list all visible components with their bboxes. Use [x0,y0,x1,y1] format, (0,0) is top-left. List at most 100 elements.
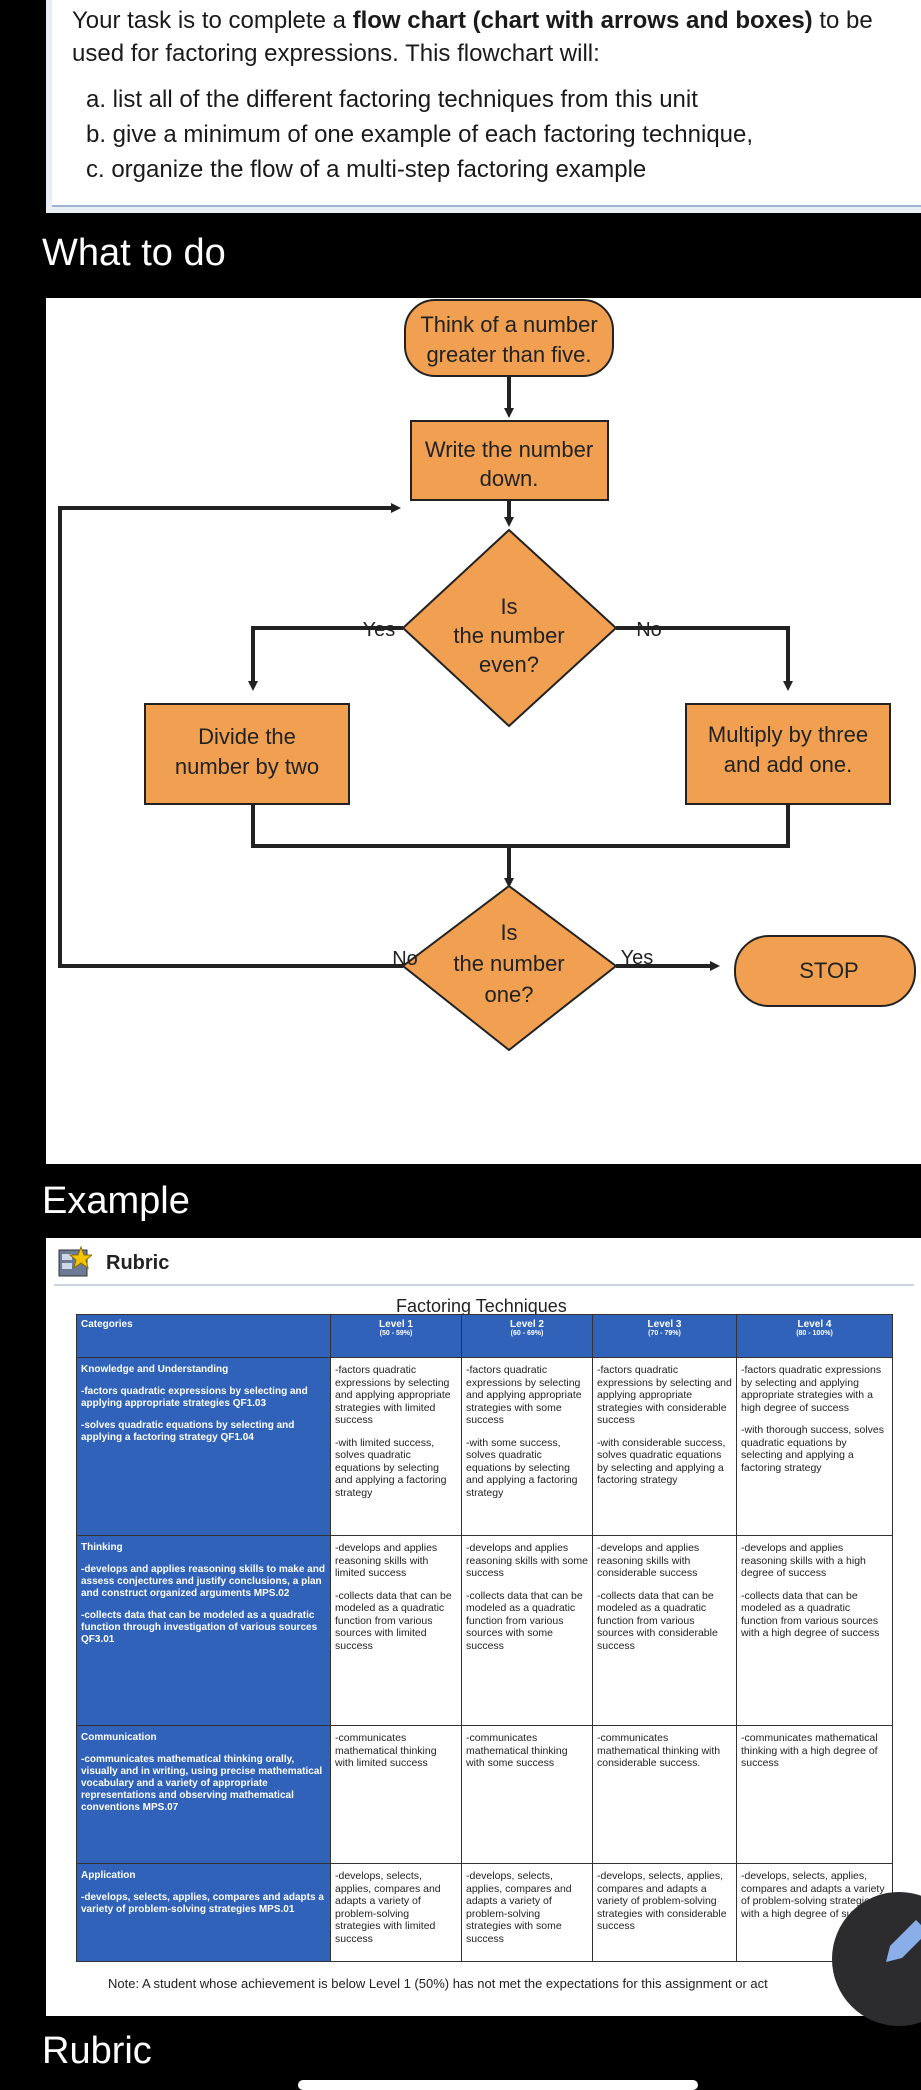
write-line-1: Write the number [425,437,593,462]
rubric-table: Categories Level 1(50 - 59%) Level 2(60 … [76,1314,893,1962]
decision-one-line-1: Is [500,920,517,945]
task-intro-text-end: to be used for factoring expressions. Th… [72,7,873,67]
rubric-cell: -communicates mathematical thinking with… [330,1725,462,1864]
rubric-cell: -develops and applies reasoning skills w… [736,1535,893,1726]
rubric-panel: Rubric Factoring Techniques Categories L… [46,1238,921,2016]
col-name: Level 2 [510,1319,544,1330]
rubric-cell: -develops and applies reasoning skills w… [330,1535,462,1726]
category-expectation: -develops, selects, applies, compares an… [81,1892,324,1915]
category-title: Communication [81,1732,157,1743]
task-item-b: b. give a minimum of one example of each… [86,121,754,148]
table-row: Thinking -develops and applies reasoning… [76,1535,893,1726]
decision-one-line-2: the number [453,951,564,976]
start-line-2: greater than five. [426,342,591,367]
col-name: Level 1 [379,1319,413,1330]
task-item-c: c. organize the flow of a multi-step fac… [86,156,647,183]
rubric-cell: -develops, selects, applies, compares an… [461,1863,593,1962]
rubric-col-categories: Categories [76,1314,331,1358]
rubric-title: Rubric [106,1252,170,1274]
category-expectation: -collects data that can be modeled as a … [81,1610,318,1645]
rubric-col-level-1: Level 1(50 - 59%) [330,1314,462,1358]
multiply-line-2: and add one. [724,752,852,777]
cell-text: -communicates mathematical thinking with… [741,1732,878,1769]
cell-text: -communicates mathematical thinking with… [597,1732,721,1769]
cell-text: -communicates mathematical thinking with… [335,1732,437,1769]
cell-text: -develops, selects, applies, compares an… [597,1870,727,1932]
flowchart: Think of a number greater than five. Wri… [46,298,921,1164]
rubric-cell: -develops and applies reasoning skills w… [592,1535,737,1726]
stop-label: STOP [799,958,859,983]
decision-one: Is the number one? [401,884,618,1052]
decision-even: Is the number even? [401,528,618,728]
rubric-cell: -factors quadratic expressions by select… [736,1357,893,1536]
rubric-star-icon [58,1246,92,1277]
table-row: Communication -communicates mathematical… [76,1725,893,1864]
col-name: Level 3 [647,1319,682,1330]
rubric-cell: -communicates mathematical thinking with… [461,1725,593,1864]
rubric-col-level-2: Level 2(60 - 69%) [461,1314,593,1358]
cell-text: -develops, selects, applies, compares an… [335,1870,441,1945]
task-intro-text: Your task is to complete a [72,7,353,34]
connector-lines [58,377,793,971]
rubric-cell: -communicates mathematical thinking with… [736,1725,893,1864]
cell-text: -collects data that can be modeled as a … [597,1589,718,1652]
label-no-even: No [636,619,662,641]
cell-text: -collects data that can be modeled as a … [335,1589,452,1652]
cell-text: -communicates mathematical thinking with… [466,1732,568,1769]
category-cell: Communication -communicates mathematical… [76,1725,331,1864]
category-expectation: -factors quadratic expressions by select… [81,1386,308,1409]
col-name: Level 4 [797,1319,832,1330]
cell-text: -develops and applies reasoning skills w… [335,1542,438,1579]
rubric-cell: -factors quadratic expressions by select… [592,1357,737,1536]
category-expectation: -solves quadratic equations by selecting… [81,1420,295,1443]
cell-text: -develops and applies reasoning skills w… [597,1542,700,1579]
flowchart-svg: Think of a number greater than five. Wri… [58,299,916,1052]
home-indicator[interactable] [298,2080,698,2090]
write-box: Write the number down. [410,420,609,501]
start-box: Think of a number greater than five. [404,299,614,377]
decision-even-line-3: even? [479,652,539,677]
rubric-table-title: Factoring Techniques [396,1296,567,1316]
cell-text: -with considerable success, solves quadr… [597,1436,726,1487]
col-range: (50 - 59%) [379,1330,413,1337]
task-intro: Your task is to complete a flow chart (c… [72,4,912,70]
divide-box: Divide the number by two [144,703,350,805]
cell-text: -develops and applies reasoning skills w… [741,1542,866,1579]
category-cell: Thinking -develops and applies reasoning… [76,1535,331,1726]
task-item-a: a. list all of the different factoring t… [86,86,698,113]
cell-text: -develops and applies reasoning skills w… [466,1542,588,1579]
pencil-icon [886,1920,921,1962]
cell-text: -collects data that can be modeled as a … [741,1589,880,1640]
rubric-cell: -factors quadratic expressions by select… [330,1357,462,1536]
decision-even-line-1: Is [500,594,517,619]
cell-text: -with thorough success, solves quadratic… [741,1424,884,1474]
cell-text: -develops, selects, applies, compares an… [466,1870,572,1945]
cell-text: -factors quadratic expressions by select… [466,1364,582,1426]
category-title: Application [81,1870,136,1881]
cell-text: -collects data that can be modeled as a … [466,1589,583,1652]
heading-rubric: Rubric [42,2030,152,2072]
col-range: (80 - 100%) [796,1330,833,1337]
category-expectation: -develops and applies reasoning skills t… [81,1564,325,1599]
rubric-header: Rubric [54,1244,914,1286]
label-yes-even: Yes [363,619,396,641]
start-line-1: Think of a number [420,312,597,337]
category-expectation: -communicates mathematical thinking oral… [81,1754,323,1813]
stop-box: STOP [734,935,916,1007]
cell-text: -with some success, solves quadratic equ… [466,1436,578,1499]
label-yes-one: Yes [621,947,654,969]
col-range: (60 - 69%) [510,1330,544,1337]
rubric-cell: -communicates mathematical thinking with… [592,1725,737,1864]
cell-text: -factors quadratic expressions by select… [335,1364,451,1426]
label-no-one: No [392,948,418,970]
category-cell: Knowledge and Understanding -factors qua… [76,1357,331,1536]
cell-text: -factors quadratic expressions by select… [597,1364,732,1426]
table-row: Knowledge and Understanding -factors qua… [76,1357,893,1536]
rubric-cell: -develops, selects, applies, compares an… [330,1863,462,1962]
rubric-cell: -factors quadratic expressions by select… [461,1357,593,1536]
col-range: (70 - 79%) [648,1330,681,1337]
rubric-note: Note: A student whose achievement is bel… [108,1976,768,1991]
category-title: Knowledge and Understanding [81,1364,229,1375]
cell-text: -with limited success, solves quadratic … [335,1436,447,1499]
col-name: Categories [81,1319,133,1330]
